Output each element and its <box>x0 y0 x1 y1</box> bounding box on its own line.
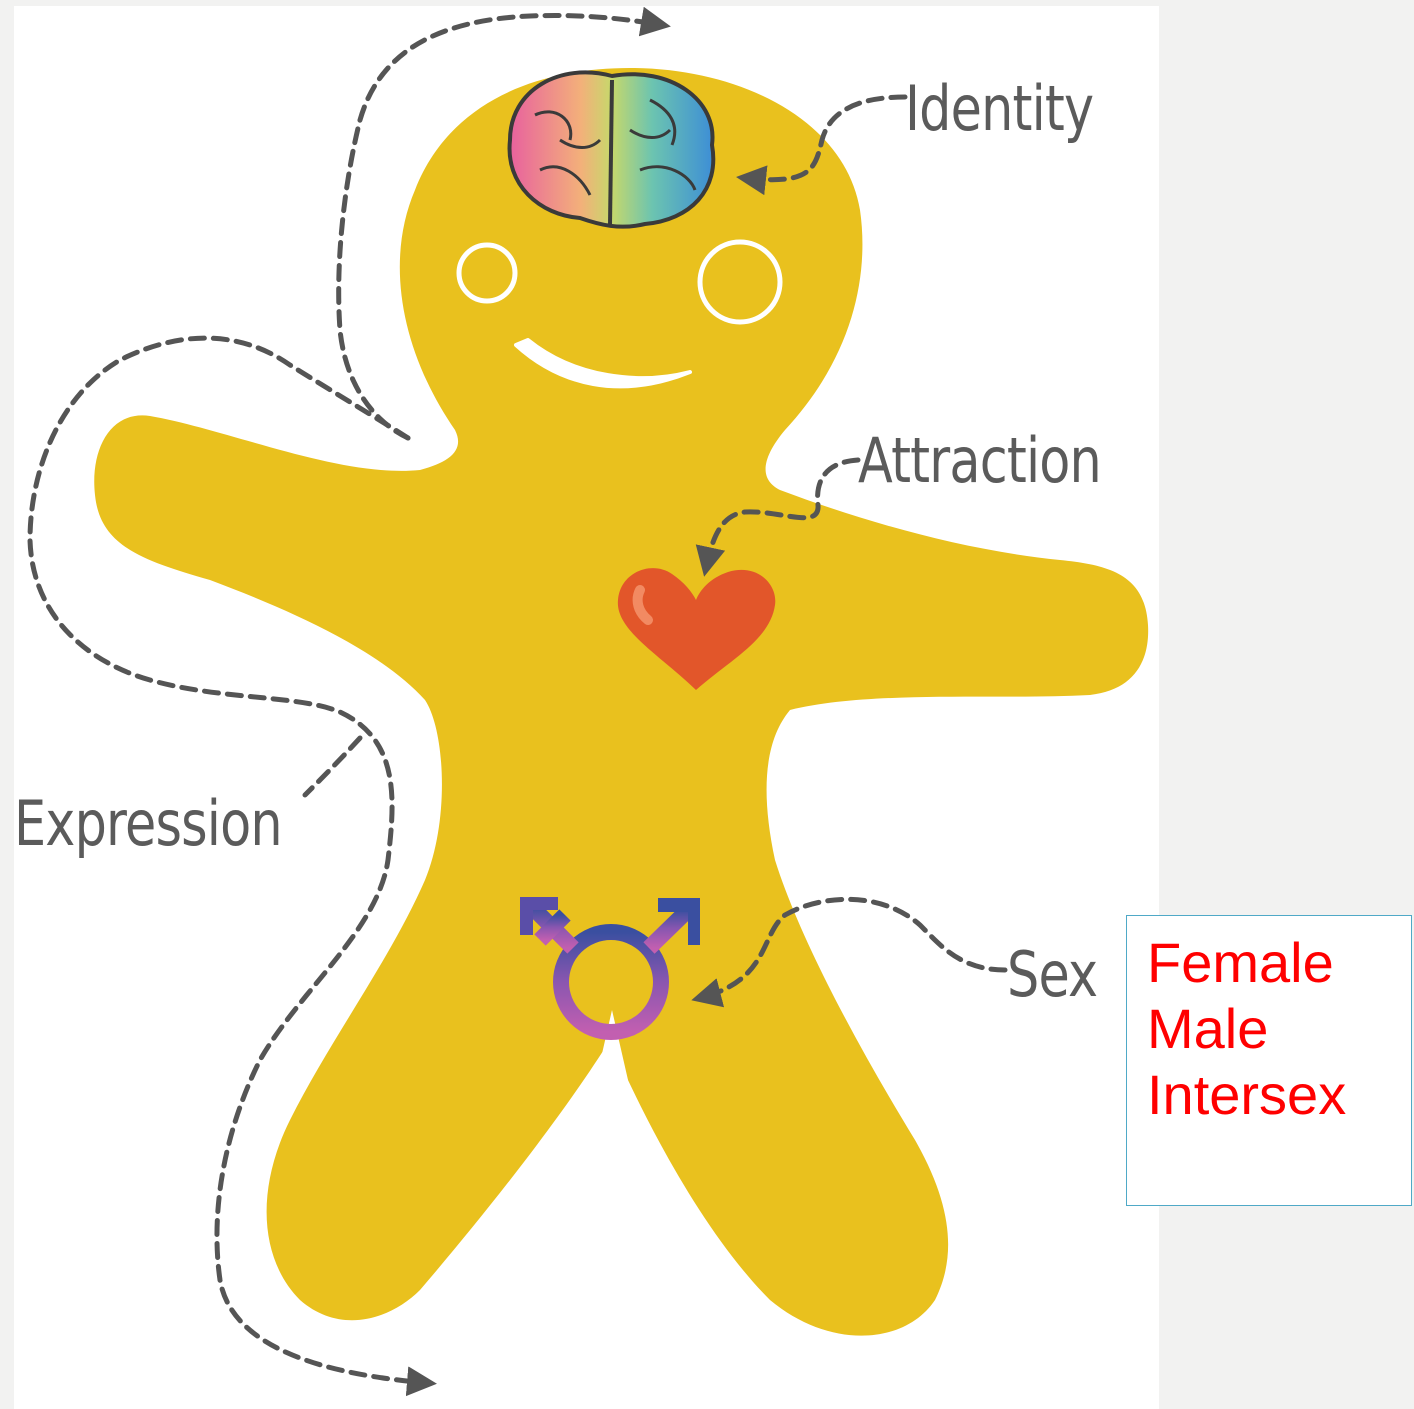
sex-option-female: Female <box>1147 930 1411 996</box>
gingerbread-body <box>94 68 1148 1336</box>
expression-label: Expression <box>14 793 282 855</box>
sex-option-intersex: Intersex <box>1147 1062 1411 1128</box>
identity-label: Identity <box>905 78 1093 140</box>
sex-label: Sex <box>1007 944 1097 1006</box>
expression-connector <box>305 738 360 795</box>
sex-option-male: Male <box>1147 996 1411 1062</box>
brain-icon <box>510 72 714 226</box>
attraction-label: Attraction <box>858 430 1101 492</box>
sex-options-box: Female Male Intersex <box>1126 915 1412 1206</box>
